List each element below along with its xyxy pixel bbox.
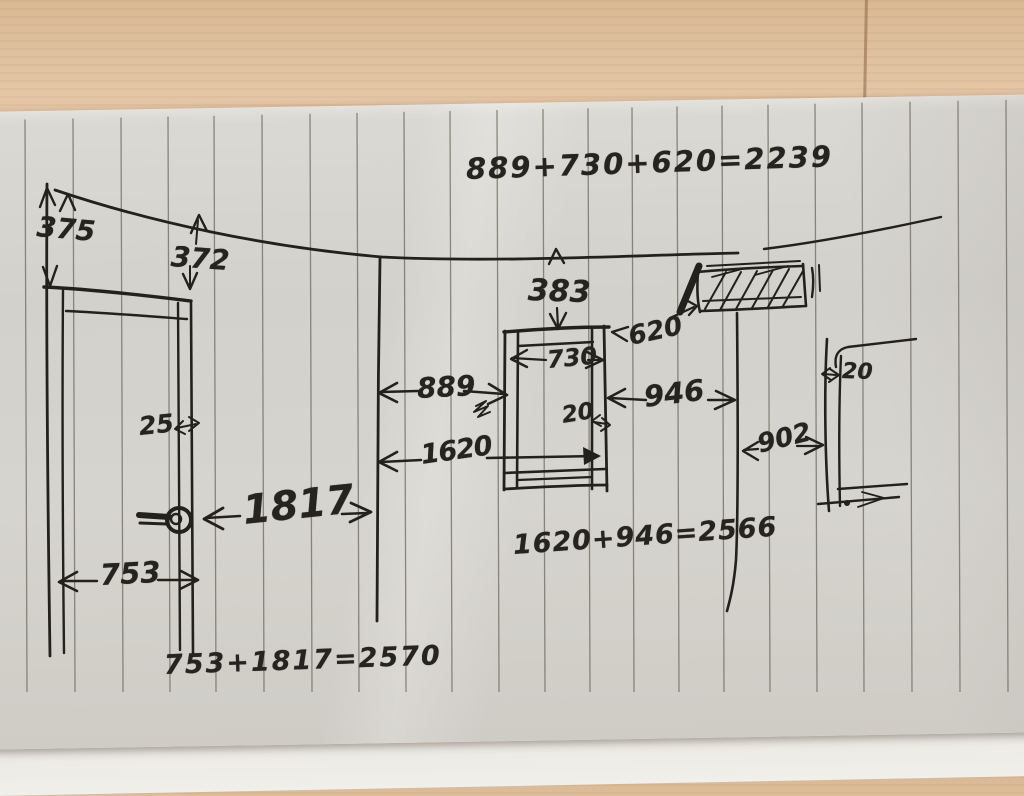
ruled-line	[167, 116, 171, 693]
ruled-line	[587, 108, 591, 693]
ruled-line	[24, 119, 28, 693]
dim-arrows-946	[606, 387, 737, 411]
ruled-line	[814, 103, 818, 693]
ruled-line	[261, 114, 265, 693]
dim-arrows-375	[38, 186, 77, 288]
ruled-line	[309, 113, 313, 693]
dim-arrows-25	[174, 416, 200, 435]
middle-wall-line	[375, 256, 382, 623]
dim-label-372: 372	[169, 240, 231, 278]
dim-arrows-889	[377, 381, 509, 418]
ceiling-line	[53, 188, 943, 261]
ruled-line	[120, 117, 124, 693]
dim-label-889: 889	[416, 368, 477, 405]
dim-arrows-902	[741, 435, 825, 462]
ruled-line	[496, 110, 500, 693]
dim-label-753: 753	[99, 554, 162, 592]
door-knob	[136, 506, 193, 534]
ruled-line	[72, 118, 76, 693]
dim-label-375: 375	[35, 210, 97, 249]
ruled-line	[542, 109, 546, 693]
dim-label-25: 25	[137, 408, 176, 441]
left-door-frame	[42, 182, 195, 658]
ruled-line	[213, 115, 217, 693]
dim-arrows-730	[509, 348, 605, 370]
ruled-line	[861, 102, 865, 693]
dim-arrows-20-center	[591, 414, 611, 432]
dim-label-20-center: 20	[559, 398, 596, 429]
dim-arrows-372	[181, 213, 209, 291]
ruled-line	[356, 112, 360, 693]
right-window-frame	[816, 337, 918, 513]
ruled-line	[449, 110, 453, 693]
right-wall-line	[725, 311, 739, 613]
dim-arrows-753	[57, 569, 200, 593]
sketch-ink-drawing	[24, 99, 1009, 693]
ruled-line	[767, 104, 771, 693]
dim-arrows-383	[547, 247, 568, 331]
dim-arrows-1817	[202, 501, 373, 531]
ruled-line	[909, 101, 913, 693]
bold-pen-stroke	[676, 262, 703, 316]
ruled-line	[403, 111, 407, 693]
dim-label-20-right: 20	[841, 359, 874, 386]
ruled-line	[676, 106, 680, 693]
dim-label-383: 383	[527, 273, 592, 311]
ruled-line	[957, 100, 961, 693]
dim-label-730: 730	[545, 341, 599, 374]
hatched-box	[676, 260, 821, 316]
ruled-line	[1005, 99, 1009, 693]
dim-arrows-20-right	[821, 367, 840, 383]
